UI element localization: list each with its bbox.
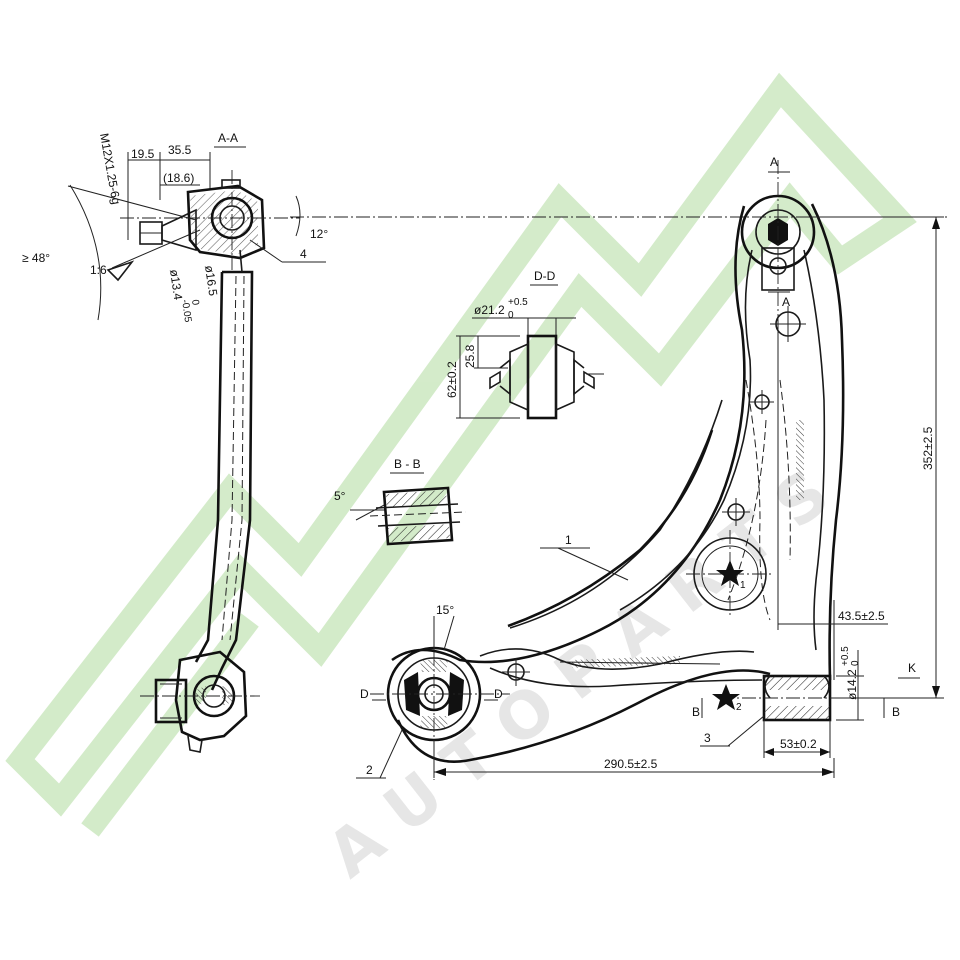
section-aa-title: A-A <box>218 131 238 145</box>
dd-length: 62±0.2 <box>445 361 459 398</box>
section-mark-b-left: B <box>692 705 700 719</box>
section-dd: D-D ø21.2 +0.5 0 25.8 62±0.2 <box>445 269 604 420</box>
side-view: A-A 19.5 35.5 (18.6) M12X1.25-6g ≥ 48° 1… <box>22 131 328 753</box>
dd-dia-tol-top: +0.5 <box>508 297 528 308</box>
dim-35-5: 35.5 <box>168 143 192 157</box>
star-label-1: 1 <box>740 580 746 591</box>
section-dd-title: D-D <box>534 269 556 283</box>
dd-dia-tol-bot: 0 <box>508 310 514 321</box>
section-bb-title: B - B <box>394 457 421 471</box>
dim-offset: 43.5±2.5 <box>838 609 885 623</box>
dd-width: 25.8 <box>463 344 477 368</box>
section-mark-d-left: D <box>360 687 369 701</box>
dd-dia: ø21.2 <box>474 303 505 317</box>
dim-bore-tol-top: +0.5 <box>840 646 851 666</box>
section-mark-d-right: D <box>494 687 503 701</box>
angle-15: 15° <box>436 603 454 617</box>
dia-13-4-tol-top: 0 <box>189 299 201 306</box>
control-arm-plan: A A 1 <box>290 155 950 780</box>
section-mark-a-mid: A <box>782 295 790 309</box>
dim-18-6: (18.6) <box>163 171 194 185</box>
angle-48: ≥ 48° <box>22 251 50 265</box>
dia-13-4: ø13.4 <box>167 268 185 301</box>
section-bb: B - B 5° <box>334 457 467 546</box>
callout-4: 4 <box>300 247 307 261</box>
callout-1: 1 <box>565 533 572 547</box>
dia-13-4-tol-bot: -0.05 <box>179 299 193 324</box>
angle-12: 12° <box>310 227 328 241</box>
dim-bore-tol-bot: 0 <box>850 660 861 666</box>
dim-bush-len: 53±0.2 <box>780 737 817 751</box>
dim-bore: ø14.2 <box>845 669 859 700</box>
taper-ratio: 1:6 <box>90 263 107 277</box>
callout-3: 3 <box>704 731 711 745</box>
dim-19-5: 19.5 <box>131 147 155 161</box>
section-mark-k: K <box>908 661 916 675</box>
section-mark-a-top: A <box>770 155 778 169</box>
callout-2: 2 <box>366 763 373 777</box>
dim-height: 352±2.5 <box>921 426 935 470</box>
star-label-2: 2 <box>736 702 742 713</box>
dim-length: 290.5±2.5 <box>604 757 658 771</box>
bb-angle: 5° <box>334 489 346 503</box>
dia-16-5: ø16.5 <box>202 264 220 297</box>
section-mark-b-right: B <box>892 705 900 719</box>
